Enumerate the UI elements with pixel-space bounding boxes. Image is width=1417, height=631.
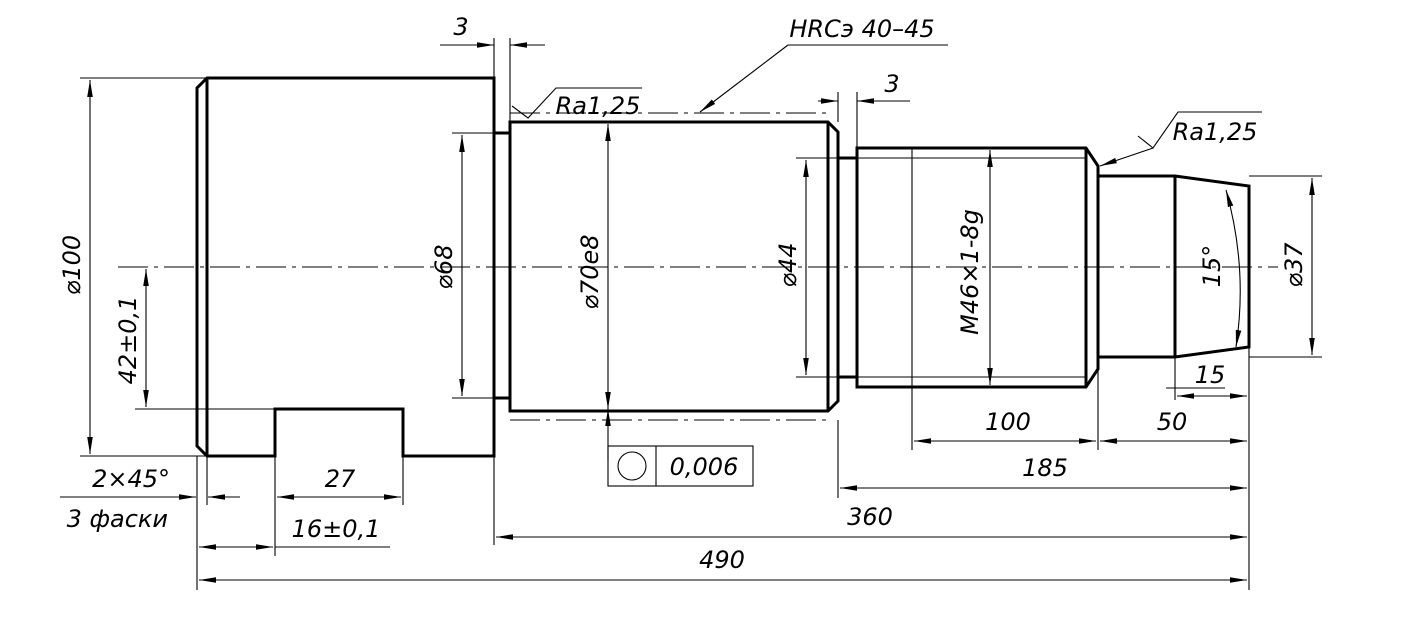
hardness-label: HRCэ 40–45 — [789, 15, 934, 43]
hardness-leader: HRCэ 40–45 — [699, 15, 948, 113]
dim-groove-left: 3 — [440, 13, 545, 122]
d100-label: ⌀100 — [58, 235, 86, 295]
roughness-2-label: Ra1,25 — [1173, 118, 1258, 146]
roundness-symbol-icon — [617, 451, 647, 481]
slot-16-label: 16±0,1 — [292, 515, 381, 543]
len-490-label: 490 — [699, 546, 745, 574]
groove-left — [494, 131, 510, 400]
len-185-label: 185 — [1022, 454, 1068, 482]
groove-right — [838, 156, 857, 379]
dim-slot-depth: 42±0,1 — [114, 269, 275, 410]
roughness-1: Ra1,25 — [511, 87, 642, 120]
taper-angle-label: 15° — [1198, 245, 1226, 288]
dim-taper-angle: 15° — [1198, 189, 1242, 348]
dim-len-360: 360 — [496, 503, 1247, 540]
dim-slot-27: 27 — [277, 465, 401, 500]
slot-depth-label: 42±0,1 — [114, 296, 142, 385]
groove-left-label: 3 — [453, 13, 468, 41]
dim-chamfer: 2×45° 3 фаски — [60, 465, 240, 533]
dim-d70: ⌀70e8 — [576, 124, 611, 460]
len-100-label: 100 — [985, 408, 1031, 436]
roundness-tolerance-frame: 0,006 — [607, 445, 754, 487]
extension-lines — [196, 347, 1250, 590]
len-50-label: 50 — [1157, 408, 1188, 436]
len-15-label: 15 — [1195, 361, 1226, 389]
chamfer-note-label: 3 фаски — [67, 505, 168, 533]
dim-len-100: 100 — [914, 408, 1096, 444]
dim-d100: ⌀100 — [58, 77, 207, 457]
len-360-label: 360 — [847, 503, 893, 531]
chamfer-label: 2×45° — [92, 465, 170, 493]
dim-len-185: 185 — [840, 454, 1247, 491]
dim-len-50: 50 — [1100, 408, 1247, 444]
dim-d37: ⌀37 — [1249, 175, 1322, 358]
d68-label: ⌀68 — [430, 245, 458, 290]
roughness-1-label: Ra1,25 — [556, 92, 641, 120]
dim-d44: ⌀44 — [774, 157, 838, 378]
groove-right-label: 3 — [884, 70, 899, 98]
dim-len-15: 15 — [1166, 361, 1247, 399]
dim-slot-16: 16±0,1 — [199, 515, 390, 550]
roughness-2: Ra1,25 — [1099, 111, 1262, 167]
thread-label: M46×1-8g — [956, 209, 984, 335]
d70-label: ⌀70e8 — [576, 234, 604, 309]
dim-len-490: 490 — [199, 546, 1247, 583]
slot-27-label: 27 — [325, 465, 356, 493]
dim-thread: M46×1-8g — [956, 150, 993, 385]
dim-d68: ⌀68 — [430, 132, 494, 399]
dim-groove-right: 3 — [818, 70, 910, 148]
d37-label: ⌀37 — [1280, 242, 1308, 288]
roundness-value: 0,006 — [670, 453, 739, 481]
d44-label: ⌀44 — [774, 243, 802, 288]
